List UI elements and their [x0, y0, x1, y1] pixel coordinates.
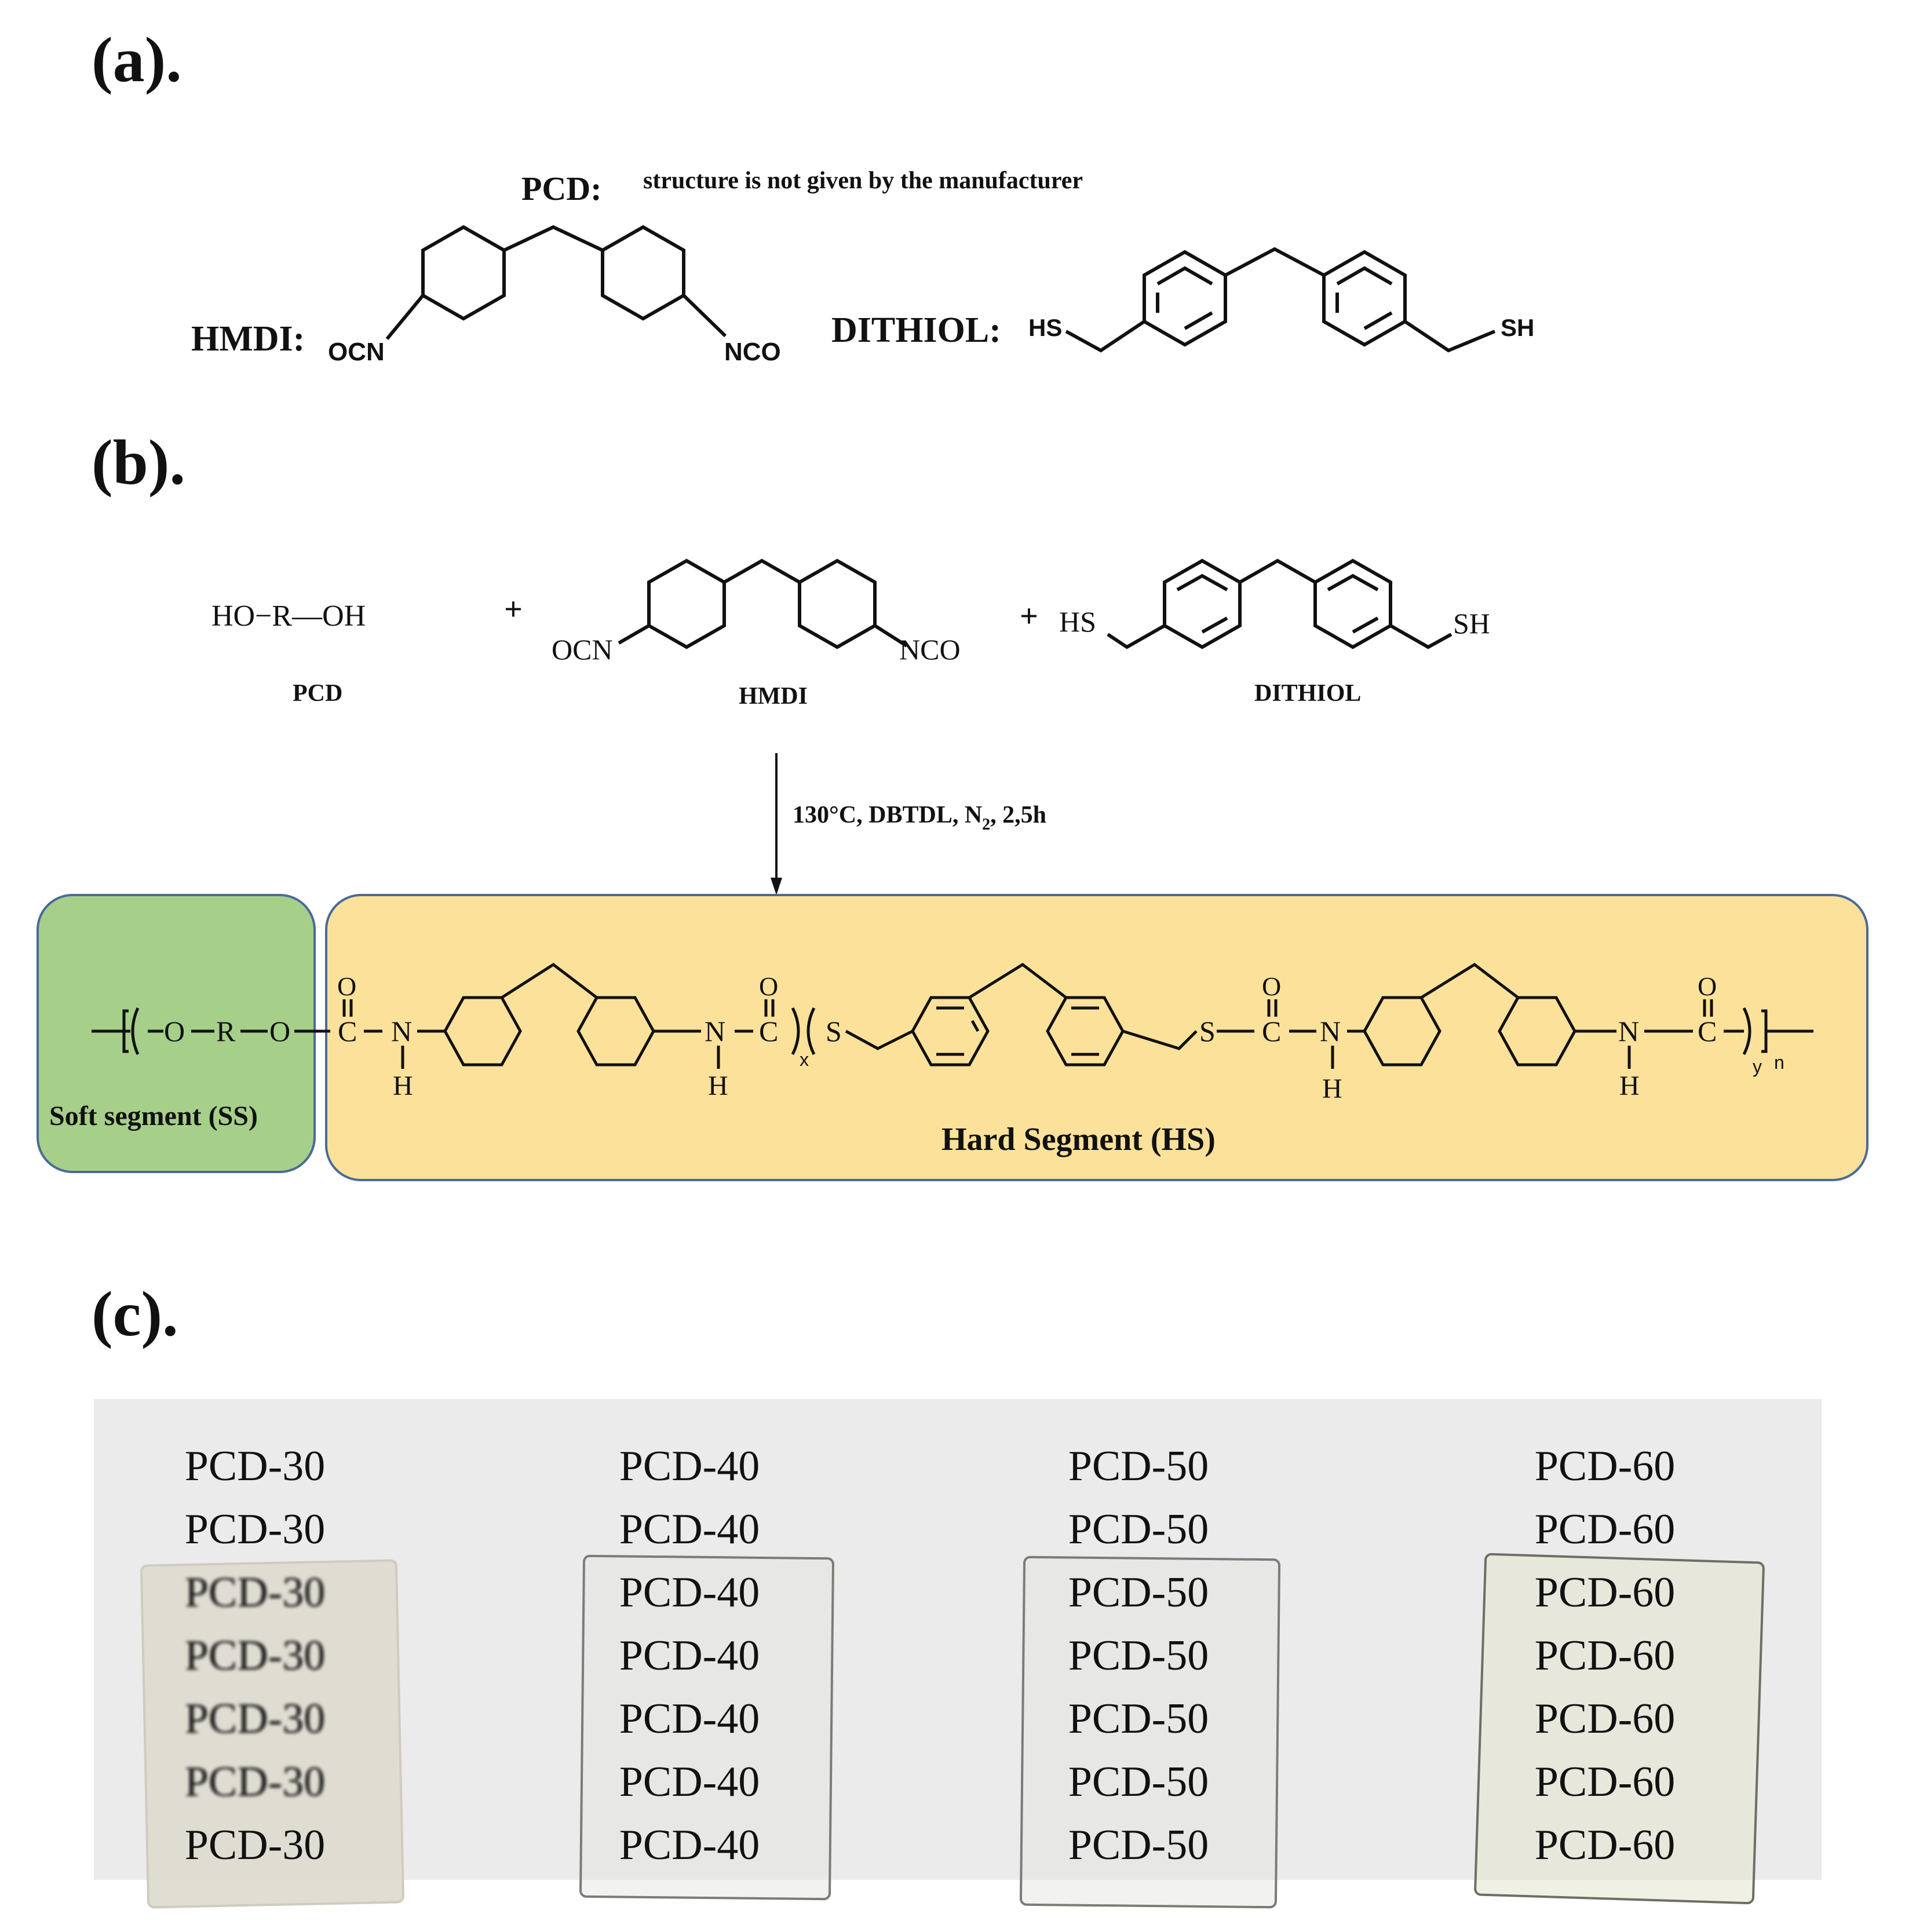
hard-segment-label: Hard Segment (HS): [941, 1122, 1216, 1157]
atom-n-3: N: [1320, 1015, 1341, 1047]
atom-h-4: H: [1619, 1071, 1640, 1101]
sample-film-1: [140, 1559, 404, 1909]
sample-film-3: [1019, 1555, 1281, 1909]
atom-c-2: C: [759, 1015, 778, 1047]
sample-label: PCD-50: [1068, 1821, 1209, 1869]
polymer-atom-labels: O R O O C N H N H O C x S S O C N H N H …: [164, 972, 1784, 1104]
atom-n-4: N: [1618, 1015, 1639, 1047]
atom-o-carbonyl-3: O: [1262, 972, 1281, 1001]
panel-a: (a). PCD: structure is not given by the …: [92, 24, 1534, 366]
dithiol-sh-group: SH: [1501, 314, 1534, 341]
subscript-x: x: [800, 1049, 809, 1070]
pcd-formula: HO−R—OH: [211, 600, 366, 633]
hmdi-reactant-structure: [618, 558, 908, 649]
dithiol-label: DITHIOL:: [831, 311, 1001, 350]
dithiol-caption: DITHIOL: [1254, 680, 1361, 707]
dithiol-reactant-hs: HS: [1059, 605, 1096, 638]
sample-label: PCD-50: [1068, 1506, 1209, 1553]
pcd-structure-note: structure is not given by the manufactur…: [643, 167, 1083, 194]
atom-c-1: C: [338, 1015, 357, 1047]
pcd-caption: PCD: [293, 680, 342, 707]
sample-label: PCD-50: [1068, 1569, 1209, 1616]
panel-b-label: (b).: [92, 427, 185, 498]
atom-s-2: S: [1199, 1015, 1216, 1047]
sample-label: PCD-30: [185, 1569, 326, 1616]
sample-label: PCD-30: [185, 1758, 326, 1806]
hmdi-structure: [385, 225, 727, 340]
conditions-tail: , 2,5h: [990, 802, 1046, 828]
sample-label: PCD-60: [1535, 1506, 1676, 1553]
sample-label: PCD-40: [619, 1821, 760, 1869]
atom-h-1: H: [393, 1071, 413, 1101]
atom-h-2: H: [708, 1071, 728, 1101]
hmdi-nco-group: NCO: [724, 338, 781, 366]
pcd-label: PCD:: [521, 170, 602, 207]
hmdi-caption: HMDI: [739, 683, 808, 710]
soft-segment-box: [37, 894, 316, 1173]
plus-sign-2: +: [1020, 598, 1038, 634]
reaction-conditions: 130°C, DBTDL, N2, 2,5h: [793, 802, 1046, 834]
atom-o-carbonyl-1: O: [337, 972, 356, 1001]
atom-n-2: N: [705, 1015, 725, 1047]
atom-o-carbonyl-4: O: [1698, 972, 1717, 1001]
sample-label: PCD-40: [619, 1506, 760, 1553]
hmdi-ocn-group: OCN: [328, 338, 385, 366]
sample-label: PCD-60: [1535, 1632, 1676, 1679]
sample-label: PCD-30: [185, 1821, 326, 1869]
panel-a-label: (a).: [92, 24, 182, 95]
dithiol-hs-group: HS: [1028, 314, 1062, 341]
sample-label: PCD-40: [619, 1569, 760, 1616]
sample-label: PCD-60: [1535, 1442, 1676, 1490]
sample-label: PCD-40: [619, 1758, 760, 1806]
sample-label: PCD-50: [1068, 1442, 1209, 1490]
sample-label: PCD-60: [1535, 1569, 1676, 1616]
hmdi-reactant-nco: NCO: [899, 633, 961, 666]
sample-label: PCD-40: [619, 1632, 760, 1679]
soft-segment-label: Soft segment (SS): [49, 1101, 258, 1131]
sample-label-grid: PCD-30PCD-30PCD-30PCD-30PCD-30PCD-30PCD-…: [185, 1442, 1676, 1869]
sample-label: PCD-40: [619, 1442, 760, 1490]
sample-label: PCD-60: [1535, 1695, 1676, 1743]
sample-label: PCD-50: [1068, 1695, 1209, 1743]
atom-c-4: C: [1698, 1015, 1717, 1047]
atom-r: R: [216, 1015, 236, 1047]
sample-film-4: [1474, 1553, 1765, 1905]
conditions-main: 130°C, DBTDL, N: [793, 802, 982, 828]
polymer-backbone: [92, 962, 1813, 1069]
panel-c-label: (c).: [92, 1279, 178, 1349]
atom-o-carbonyl-2: O: [759, 972, 778, 1001]
plus-sign-1: +: [504, 591, 523, 627]
atom-o-1: O: [164, 1015, 185, 1047]
dithiol-reactant-structure: [1107, 558, 1453, 649]
sample-film-2: [579, 1554, 834, 1901]
sample-label: PCD-30: [185, 1442, 326, 1490]
atom-s-1: S: [826, 1015, 842, 1047]
sample-films: [140, 1553, 1765, 1909]
dithiol-reactant-sh: SH: [1453, 607, 1490, 640]
sample-label: PCD-60: [1535, 1821, 1676, 1869]
atom-n-1: N: [391, 1015, 412, 1047]
sample-label: PCD-30: [185, 1506, 326, 1553]
dithiol-structure: [1065, 247, 1496, 353]
sample-label: PCD-40: [619, 1695, 760, 1743]
panel-b: (b). HO−R—OH + OCN NCO + HS SH PCD HMDI: [37, 427, 1868, 1181]
subscript-y: y: [1753, 1056, 1762, 1077]
sample-label: PCD-50: [1068, 1632, 1209, 1679]
hard-segment-box: [325, 894, 1868, 1181]
atom-c-3: C: [1262, 1015, 1281, 1047]
subscript-n: n: [1774, 1052, 1784, 1073]
sample-label: PCD-30: [185, 1695, 326, 1743]
atom-o-2: O: [269, 1015, 290, 1047]
atom-h-3: H: [1322, 1073, 1342, 1104]
sample-label: PCD-60: [1535, 1758, 1676, 1806]
sample-label: PCD-30: [185, 1632, 326, 1679]
hmdi-label: HMDI:: [191, 319, 305, 359]
hmdi-reactant-ocn: OCN: [552, 633, 613, 666]
panel-c: (c). PCD-30PCD-30PCD-30PCD-30PCD-30PCD-3…: [92, 1279, 1822, 1909]
conditions-subscript: 2: [982, 816, 990, 834]
sample-label: PCD-50: [1068, 1758, 1209, 1806]
reaction-arrow: [771, 753, 782, 895]
